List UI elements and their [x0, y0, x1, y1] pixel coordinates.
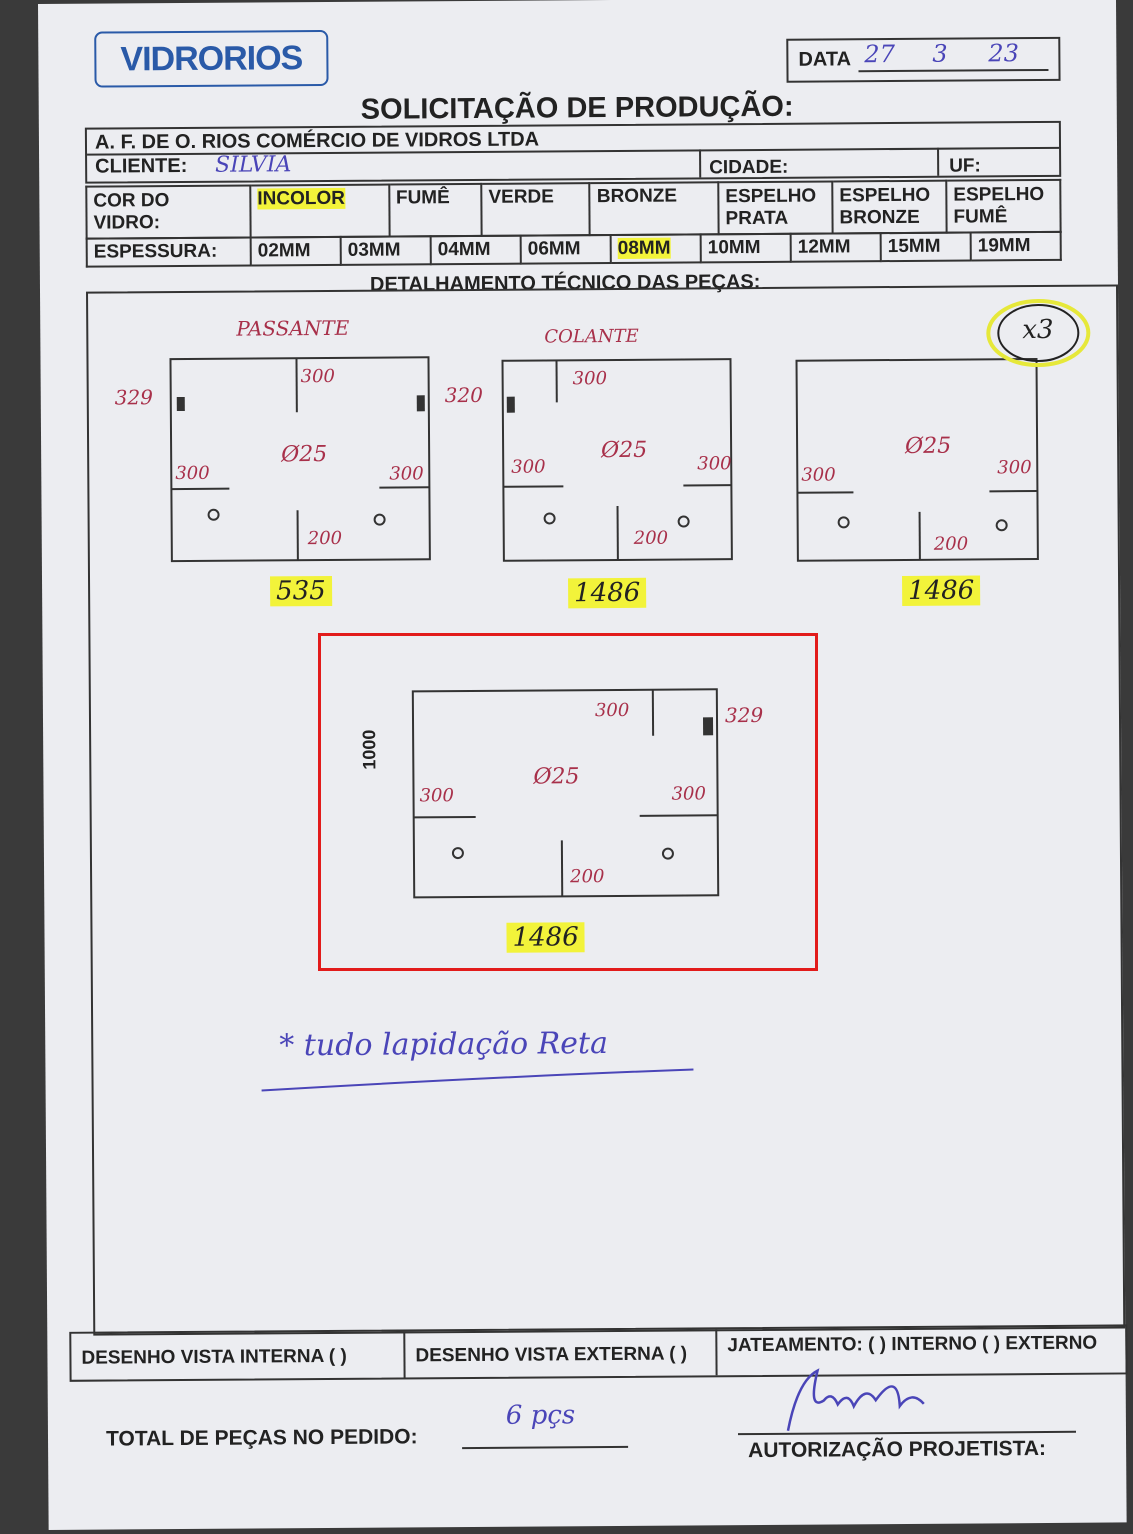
piece-3-right-dim: 300: [997, 457, 1032, 479]
piece-3-hole: Ø25: [905, 433, 952, 459]
piece-1-left-side: 329: [114, 385, 154, 410]
piece-4-cut-right: [639, 814, 718, 817]
piece-1-note: PASSANTE: [236, 315, 350, 341]
signature: [786, 1368, 925, 1432]
total-label: TOTAL DE PEÇAS NO PEDIDO:: [105, 1425, 418, 1451]
piece-2-left-side: 320: [444, 382, 484, 408]
piece-1-outline: [169, 356, 431, 563]
piece-1-hinge-right: [416, 395, 425, 412]
thickness-10[interactable]: 10MM: [700, 233, 791, 263]
piece-2-left-dim: 300: [511, 456, 546, 478]
quantity-mark: x3: [1022, 314, 1054, 346]
piece-3-hole-right: [995, 519, 1008, 532]
thickness-02[interactable]: 02MM: [250, 236, 341, 266]
thickness-08[interactable]: 08MM: [610, 234, 701, 264]
piece-2-hole: Ø25: [601, 437, 648, 464]
note-underline: [261, 1068, 694, 1092]
quantity-circle: [997, 304, 1080, 363]
client-label: CLIENTE:: [95, 154, 188, 178]
thickness-table: ESPESSURA: 02MM 03MM 04MM 06MM 08MM 10MM…: [86, 231, 1062, 268]
color-espelho-fume[interactable]: ESPELHO FUMÊ: [946, 179, 1061, 233]
uf-label: UF:: [949, 155, 981, 177]
color-espelho-prata[interactable]: ESPELHO PRATA: [718, 181, 833, 235]
color-verde[interactable]: VERDE: [481, 183, 591, 236]
total-line: [462, 1445, 629, 1450]
piece-2-note: COLANTE: [544, 325, 639, 348]
piece-1-hole-right: [373, 513, 386, 526]
date-label: DATA: [798, 48, 852, 71]
order-sheet: VIDRORIOS DATA 27 3 23 SOLICITAÇÃO DE PR…: [38, 0, 1128, 1530]
client-value: SILVIA: [215, 152, 292, 178]
page-title: SOLICITAÇÃO DE PRODUÇÃO:: [360, 90, 794, 126]
total-value: 6 pçs: [505, 1400, 576, 1431]
color-bronze[interactable]: BRONZE: [589, 182, 719, 236]
piece-2-width: 1486: [568, 577, 647, 609]
color-fume[interactable]: FUMÊ: [388, 183, 482, 237]
internal-view-option[interactable]: DESENHO VISTA INTERNA ( ): [71, 1331, 406, 1380]
piece-3-hole-left: [837, 516, 850, 529]
client-block: A. F. DE O. RIOS COMÉRCIO DE VIDROS LTDA…: [84, 120, 1062, 184]
thickness-label: ESPESSURA:: [86, 237, 251, 267]
piece-1-right-dim: 300: [389, 463, 424, 485]
thickness-19[interactable]: 19MM: [970, 231, 1061, 261]
piece-2-bottom-dim: 200: [633, 527, 669, 549]
piece-1-top-dim: 300: [300, 365, 336, 388]
footer-options: DESENHO VISTA INTERNA ( ) DESENHO VISTA …: [69, 1324, 1128, 1382]
color-espelho-bronze[interactable]: ESPELHO BRONZE: [832, 180, 947, 234]
piece-3-left-dim: 300: [801, 464, 836, 486]
piece-3-bottom-dim: 200: [933, 533, 969, 555]
handwritten-note: * tudo lapidação Reta: [279, 1026, 609, 1064]
drawings: [169, 299, 1091, 1092]
piece-2-hole-left: [543, 512, 556, 525]
quantity-highlight: [986, 299, 1091, 368]
auth-label: AUTORIZAÇÃO PROJETISTA:: [748, 1436, 1047, 1463]
external-view-option[interactable]: DESENHO VISTA EXTERNA ( ): [405, 1329, 718, 1378]
selection-frame: [318, 633, 818, 971]
date-year: 23: [988, 39, 1020, 68]
thickness-06[interactable]: 06MM: [520, 235, 611, 264]
piece-2-hole-right: [677, 515, 690, 528]
piece-1-hinge-left: [176, 396, 185, 412]
piece-1-hole: Ø25: [281, 441, 328, 468]
piece-2-top-dim: 300: [572, 368, 608, 390]
piece-1-hole-left: [207, 508, 220, 521]
thickness-15[interactable]: 15MM: [880, 232, 971, 262]
piece-1-bottom-dim: 200: [307, 527, 343, 550]
piece-4-hole-right: [661, 847, 674, 860]
piece-3-outline: [795, 358, 1039, 562]
piece-3-width: 1486: [902, 575, 981, 606]
thickness-03[interactable]: 03MM: [340, 236, 431, 265]
piece-2-right-dim: 300: [697, 453, 732, 475]
piece-4-outline: [411, 688, 720, 899]
piece-4-hinge-right: [702, 717, 714, 736]
logo: VIDRORIOS: [94, 29, 329, 88]
piece-4-hole-left: [451, 847, 464, 860]
city-label: CIDADE:: [709, 156, 789, 179]
piece-1-left-dim: 300: [175, 462, 210, 485]
color-incolor[interactable]: INCOLOR: [250, 184, 390, 238]
thickness-12[interactable]: 12MM: [790, 233, 881, 262]
date-day: 27: [864, 40, 896, 69]
technical-detail-area: PASSANTE 329 300 Ø25 300 300 200 535 COL…: [86, 284, 1126, 1336]
thickness-04[interactable]: 04MM: [430, 235, 521, 265]
date-month: 3: [932, 39, 948, 68]
piece-1-width: 535: [270, 575, 332, 607]
piece-2-hinge-left: [506, 396, 515, 413]
date-box: DATA 27 3 23: [786, 36, 1061, 83]
